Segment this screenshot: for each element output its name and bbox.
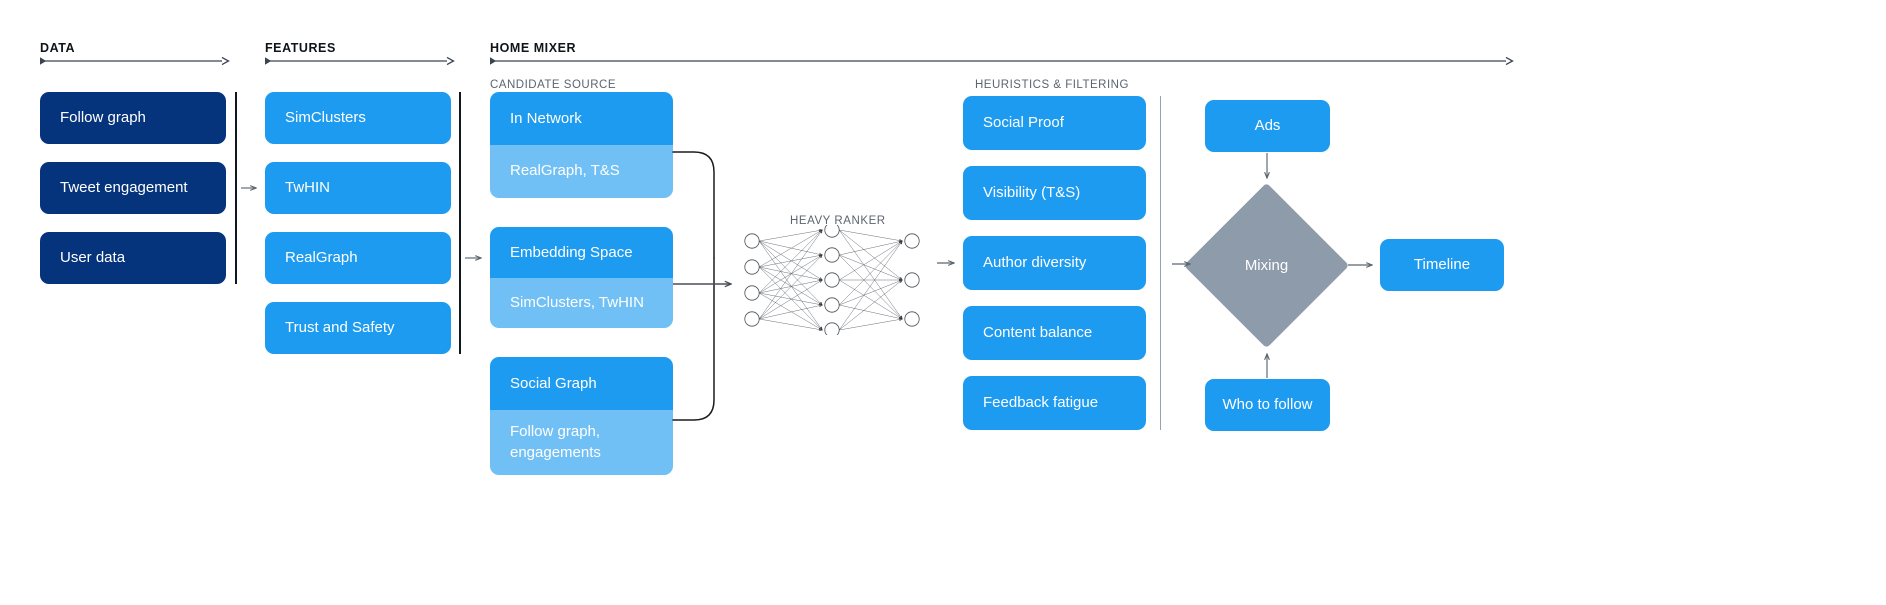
connector-candidate-sources-to-ranker [672, 151, 731, 421]
heuristic-box-label: Author diversity [983, 253, 1087, 271]
feature-box-realgraph[interactable]: RealGraph [265, 232, 451, 284]
who-to-follow-label: Who to follow [1222, 395, 1313, 413]
data-box-follow-graph[interactable]: Follow graph [40, 92, 226, 144]
heuristic-box-content-balance[interactable]: Content balance [963, 306, 1146, 360]
data-box-label: Tweet engagement [60, 178, 188, 196]
separator-features-home-mixer [459, 92, 461, 354]
mixing-diamond[interactable] [1183, 182, 1350, 349]
feature-box-label: SimClusters [285, 108, 366, 126]
who-to-follow-box[interactable]: Who to follow [1205, 379, 1330, 431]
phase-rule-features [265, 55, 455, 67]
phase-rule-home-mixer [490, 55, 1514, 67]
separator-data-features [235, 92, 237, 284]
candidate-source-features: Follow graph, engagements [490, 410, 673, 475]
candidate-source-features: RealGraph, T&S [490, 145, 673, 198]
heuristic-box-social-proof[interactable]: Social Proof [963, 96, 1146, 150]
candidate-source-label: CANDIDATE SOURCE [490, 79, 616, 91]
data-box-tweet-engagement[interactable]: Tweet engagement [40, 162, 226, 214]
data-box-label: Follow graph [60, 108, 146, 126]
separator-heuristics-mixing [1160, 96, 1162, 430]
feature-box-trust-and-safety[interactable]: Trust and Safety [265, 302, 451, 354]
heuristic-box-label: Social Proof [983, 113, 1064, 131]
candidate-source-in-network[interactable]: In Network RealGraph, T&S [490, 92, 673, 198]
candidate-source-social-graph[interactable]: Social Graph Follow graph, engagements [490, 357, 673, 475]
ads-box[interactable]: Ads [1205, 100, 1330, 152]
heuristic-box-label: Content balance [983, 323, 1093, 341]
phase-title-features: FEATURES [265, 41, 336, 55]
candidate-source-features: SimClusters, TwHIN [490, 278, 673, 328]
heuristic-box-visibility[interactable]: Visibility (T&S) [963, 166, 1146, 220]
feature-box-twhin[interactable]: TwHIN [265, 162, 451, 214]
phase-title-data: DATA [40, 41, 76, 55]
phase-title-home-mixer: HOME MIXER [490, 41, 577, 55]
heavy-ranker-label: HEAVY RANKER [790, 215, 886, 227]
candidate-source-title: Social Graph [490, 357, 673, 410]
data-box-label: User data [60, 248, 126, 266]
phase-rule-data [40, 55, 230, 67]
feature-box-simclusters[interactable]: SimClusters [265, 92, 451, 144]
timeline-label: Timeline [1413, 255, 1471, 273]
candidate-source-title: In Network [490, 92, 673, 145]
heuristic-box-label: Visibility (T&S) [983, 183, 1081, 201]
heavy-ranker-network [740, 222, 925, 340]
feature-box-label: RealGraph [285, 248, 358, 266]
data-box-user-data[interactable]: User data [40, 232, 226, 284]
feature-box-label: Trust and Safety [285, 318, 395, 336]
heuristic-box-label: Feedback fatigue [983, 393, 1099, 411]
heuristic-box-author-diversity[interactable]: Author diversity [963, 236, 1146, 290]
feature-box-label: TwHIN [285, 178, 330, 196]
candidate-source-title: Embedding Space [490, 227, 673, 278]
timeline-box[interactable]: Timeline [1380, 239, 1504, 291]
ads-label: Ads [1254, 116, 1281, 134]
candidate-source-embedding-space[interactable]: Embedding Space SimClusters, TwHIN [490, 227, 673, 328]
heuristic-box-feedback-fatigue[interactable]: Feedback fatigue [963, 376, 1146, 430]
heuristics-filtering-label: HEURISTICS & FILTERING [975, 79, 1129, 91]
